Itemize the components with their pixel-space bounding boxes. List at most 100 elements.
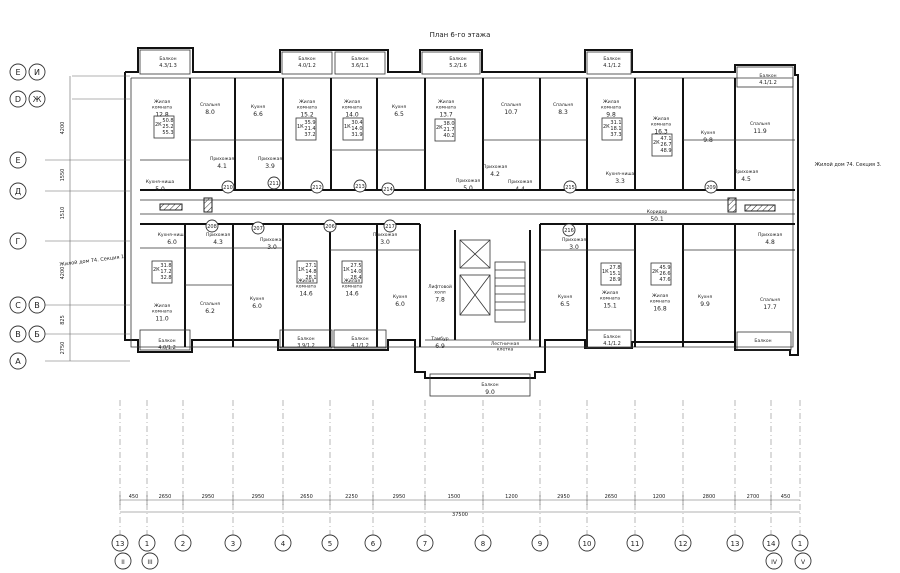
column-axis-label-secondary: II xyxy=(121,559,125,566)
apartment-summary-box xyxy=(342,117,364,141)
room-area: 16.3 xyxy=(654,129,668,136)
row-axis-bubble xyxy=(9,325,27,343)
column-axis-bubble xyxy=(531,534,549,552)
column-axis-bubble xyxy=(791,534,809,552)
grid-axes xyxy=(45,75,800,513)
room-area: 3.0 xyxy=(569,244,579,251)
apartment-area: 27.1 xyxy=(305,263,316,269)
apartment-marker xyxy=(267,176,281,190)
apartment-marker-label: 215 xyxy=(565,185,575,191)
apartment-marker-label: 206 xyxy=(325,224,335,230)
left-neighbor-note: Жилой дом 74. Секция 1 xyxy=(59,253,125,268)
room-area: 6.6 xyxy=(253,111,263,118)
row-axis-label: Е xyxy=(15,68,20,77)
room-name: Прихожая xyxy=(260,237,284,243)
apartment-area: 45.9 xyxy=(659,265,670,271)
room-area: 3.3 xyxy=(615,178,625,185)
column-axis-label: 13 xyxy=(116,540,125,548)
row-dimension: 4200 xyxy=(60,267,66,280)
row-dimension: 1550 xyxy=(60,169,66,182)
room-area: 16.8 xyxy=(653,306,667,313)
room-area: 8.0 xyxy=(205,109,215,116)
row-dimension: 825 xyxy=(60,315,66,325)
row-axis-bubble xyxy=(9,151,27,169)
room-area: 13.7 xyxy=(439,112,453,119)
room-name: Прихожая xyxy=(562,237,586,243)
balcony-label: Балкон xyxy=(159,56,176,62)
apartment-formula: 2К xyxy=(155,122,162,128)
column-axis-bubble-secondary xyxy=(114,552,132,570)
column-axis-bubble xyxy=(138,534,156,552)
room-area: 3.0 xyxy=(380,239,390,246)
column-axis-bubble xyxy=(474,534,492,552)
column-axis-bubble xyxy=(174,534,192,552)
room-name: Кухня xyxy=(701,130,715,136)
apartment-marker xyxy=(381,182,395,196)
row-dimension: 1510 xyxy=(60,207,66,220)
room-area: 4.2 xyxy=(490,171,500,178)
column-dimension: 2700 xyxy=(747,494,760,500)
balcony-area: 4.1/1.2 xyxy=(351,343,369,349)
room-name: Прихожая xyxy=(258,156,282,162)
column-axis-bubble xyxy=(364,534,382,552)
balcony-area: 3.6/1.1 xyxy=(351,63,369,69)
room-name: Кухня xyxy=(250,296,264,302)
column-dimension: 1200 xyxy=(653,494,666,500)
column-dimension: 2250 xyxy=(345,494,358,500)
room-area: 9.8 xyxy=(703,137,713,144)
balcony-area: 3.9/1.2 xyxy=(297,343,315,349)
balcony-area: 4.0/1.2 xyxy=(158,345,176,351)
row-dimension: 2750 xyxy=(60,342,66,355)
room-area: 9.8 xyxy=(606,112,616,119)
column-axis-bubble xyxy=(762,534,780,552)
balcony-area: 5.2/1.6 xyxy=(449,63,467,69)
apartment-formula: 1К xyxy=(298,267,305,273)
room-name: Спальня xyxy=(553,102,573,108)
row-axis-label-secondary: Ж xyxy=(33,95,42,104)
column-axis-bubble-secondary xyxy=(765,552,783,570)
apartment-marker-label: 213 xyxy=(355,184,365,190)
column-axis-bubble xyxy=(224,534,242,552)
room-area: 10.7 xyxy=(504,109,518,116)
column-dimension: 2950 xyxy=(202,494,215,500)
apartment-area: 47.6 xyxy=(659,277,670,283)
column-dimension: 1200 xyxy=(505,494,518,500)
room-name: Прихожая xyxy=(483,164,507,170)
column-axis-label: 2 xyxy=(181,540,185,548)
apartment-summary-box xyxy=(651,133,673,157)
room-area: 4.5 xyxy=(741,176,751,183)
apartment-marker-label: 207 xyxy=(253,226,263,232)
column-axis-bubble xyxy=(626,534,644,552)
room-area: 5.0 xyxy=(463,185,473,192)
row-axis-label: Г xyxy=(16,237,21,246)
room-area: 12.8 xyxy=(155,112,169,119)
apartment-marker-label: 217 xyxy=(385,224,395,230)
apartment-marker xyxy=(323,219,337,233)
column-axis-bubble xyxy=(578,534,596,552)
column-axis-label: 5 xyxy=(328,540,332,548)
room-area: 4.3 xyxy=(213,239,223,246)
apartment-marker-label: 212 xyxy=(312,185,322,191)
apartment-summary-box xyxy=(341,260,363,284)
room-name: Прихожая xyxy=(758,232,782,238)
apartment-area: 28.9 xyxy=(609,277,620,283)
room-name: Кухня-ниша xyxy=(158,232,187,238)
column-axis-label: 4 xyxy=(281,540,286,548)
row-axis-bubble-secondary xyxy=(28,325,46,343)
balcony-label: Балкон xyxy=(297,336,314,342)
column-axis-label: 3 xyxy=(231,540,235,548)
apartment-formula: 2К xyxy=(652,269,659,275)
balcony-label: Балкон xyxy=(603,334,620,340)
apartment-summary-box xyxy=(434,118,456,142)
row-axis-bubble xyxy=(9,232,27,250)
room-area: 15.1 xyxy=(603,303,617,310)
room-area: 14.0 xyxy=(345,112,359,119)
apartment-area: 31.9 xyxy=(351,132,362,138)
apartment-marker xyxy=(383,219,397,233)
apartment-area: 26.7 xyxy=(660,142,671,148)
